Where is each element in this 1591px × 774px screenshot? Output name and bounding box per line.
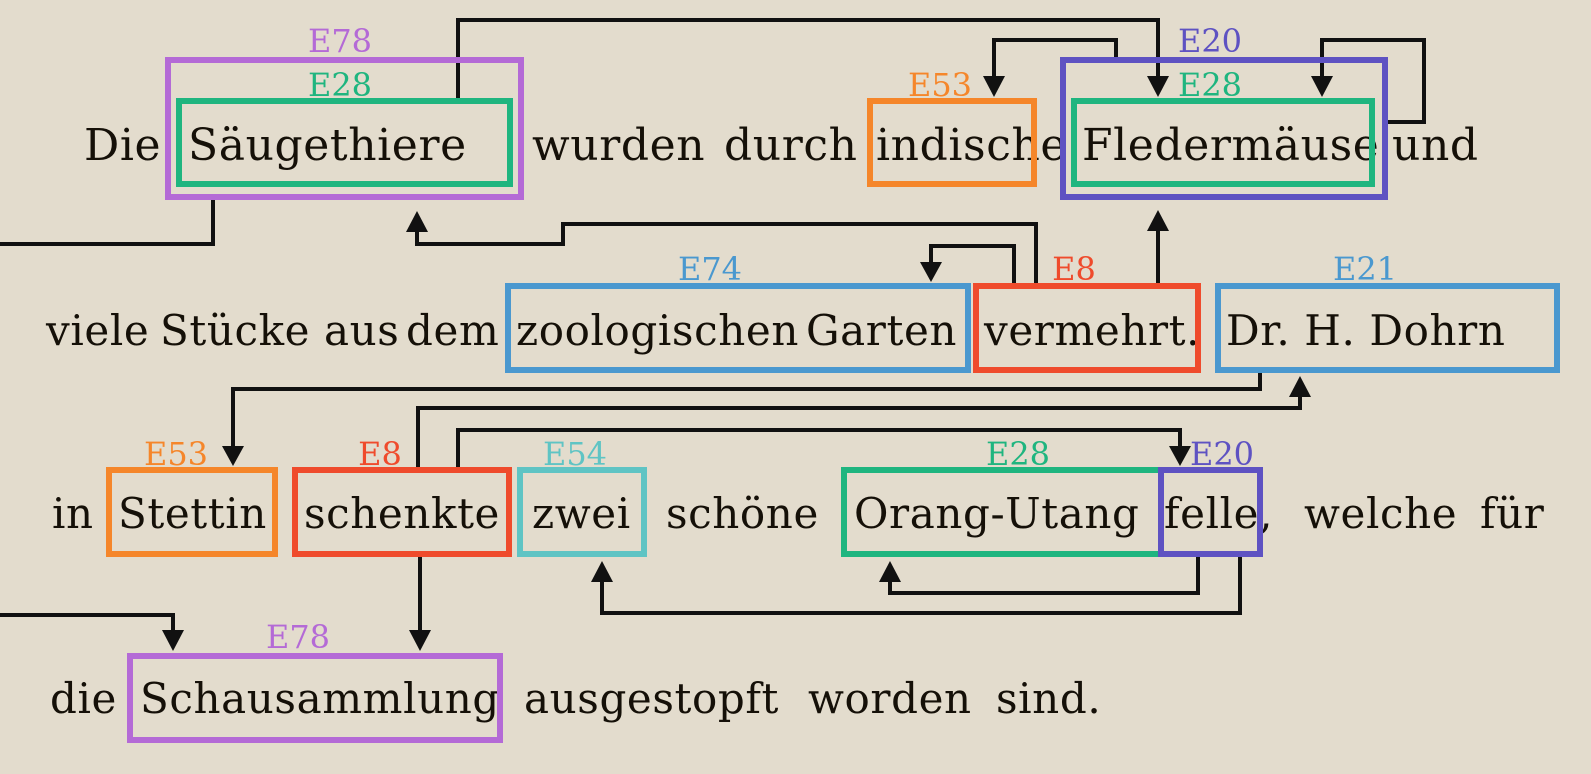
arrowhead [409,630,431,651]
word: welche [1304,489,1457,538]
word: felle, [1164,489,1273,538]
entity-box-e78-saeugethiere[interactable] [165,57,524,200]
entity-label-e28: E28 [986,435,1050,473]
arrow-felle-to-zwei [600,557,1242,615]
arrowhead [406,211,428,232]
entity-box-e28-fledermaeuse[interactable] [1071,98,1375,187]
arrow-dohrn-to-stettin [231,371,1262,448]
entity-label-e20: E20 [1178,22,1242,60]
arrowhead [1311,76,1333,97]
entity-box-e8-schenkte[interactable] [292,467,512,557]
word: Stücke [160,306,310,355]
word: dem [406,306,499,355]
word: wurden [532,120,705,171]
arrowhead [920,262,942,282]
text-line-4: die Schausammlung ausgestopft worden sin… [50,674,1101,723]
arrow-vermehrt-to-saeugethiere [415,222,1038,284]
word: schöne [666,489,819,538]
word: Die [84,120,161,171]
arrow-schenkte-to-dohrn [416,393,1302,468]
word: in [52,489,94,538]
arrow-felle-to-orang [888,557,1200,595]
arrowhead [591,561,613,582]
entity-label-e74: E74 [678,250,742,288]
word: durch [724,120,858,171]
arrowhead [222,446,244,466]
entity-label-e54: E54 [543,435,607,473]
arrowhead [879,561,901,582]
word: und [1392,120,1479,171]
entity-label-e78: E78 [308,22,372,60]
word: aus [324,306,399,355]
entity-box-e20-felle[interactable] [1158,467,1263,557]
word: Orang-Utang [854,489,1140,538]
entity-box-e20-fledermaeuse[interactable] [1060,57,1388,200]
word: zwei [532,489,631,538]
entity-boxes [106,57,1560,743]
entity-label-e78: E78 [266,618,330,656]
arrowhead [1147,76,1169,97]
arrowhead [983,76,1005,97]
entity-box-e8-vermehrt[interactable] [973,283,1201,373]
word: für [1480,489,1545,538]
entity-label-e28: E28 [308,66,372,104]
word: worden [808,674,972,723]
word: Schausammlung [140,674,500,723]
arrow-saeugethiere-offpage [0,198,215,246]
arrowhead [162,630,184,651]
arrow-schenkte-to-felle [456,428,1182,468]
word: die [50,674,117,723]
entity-box-e74-garten[interactable] [505,283,971,373]
entity-label-e8: E8 [358,435,402,473]
word: vermehrt. [983,306,1200,355]
entity-box-e54-zwei[interactable] [517,467,647,557]
entity-labels: E78 E28 E53 E20 E28 E74 E8 E21 E53 E8 E5… [144,22,1397,656]
arrowhead [1169,446,1191,466]
word: ausgestopft [524,674,779,723]
word: schenkte [304,489,500,538]
entity-label-e20: E20 [1190,435,1254,473]
arrow-fledermaeuse-self [1320,38,1426,124]
text-line-3: in Stettin schenkte zwei schöne Orang-Ut… [52,489,1545,538]
entity-box-e53-indische[interactable] [867,98,1037,187]
arrow-saeugethiere-to-fledermaeuse [456,18,1160,100]
arrowhead [1289,376,1311,397]
entity-label-e53: E53 [908,66,972,104]
entity-box-e28-saeugethiere[interactable] [176,98,513,187]
word: viele [45,306,149,355]
entity-label-e53: E53 [144,435,208,473]
arrow-vermehrt-to-garten [929,244,1016,284]
relation-arrows [0,18,1426,651]
word: Stettin [118,489,267,538]
text-line-2: viele Stücke aus dem zoologischen Garten… [45,306,1506,355]
entity-label-e28: E28 [1178,66,1242,104]
word: indische [876,120,1067,171]
word: Säugethiere [188,120,467,171]
arrowhead [1147,210,1169,231]
entity-label-e21: E21 [1333,250,1397,288]
text-line-1: Die Säugethiere wurden durch indische Fl… [84,120,1479,171]
entity-box-e78-schausammlung[interactable] [127,653,503,743]
entity-box-e53-stettin[interactable] [106,467,278,557]
word: Fledermäuse [1082,120,1379,171]
word: sind. [996,674,1101,723]
entity-label-e8: E8 [1052,250,1096,288]
word: Garten [806,306,957,355]
arrow-fledermaeuse-to-indische [992,38,1118,80]
entity-box-e21-dohrn[interactable] [1215,283,1560,373]
word: Dr. H. Dohrn [1226,306,1506,355]
arrow-offpage-to-schausammlung [0,613,175,632]
word: zoologischen [516,306,799,355]
